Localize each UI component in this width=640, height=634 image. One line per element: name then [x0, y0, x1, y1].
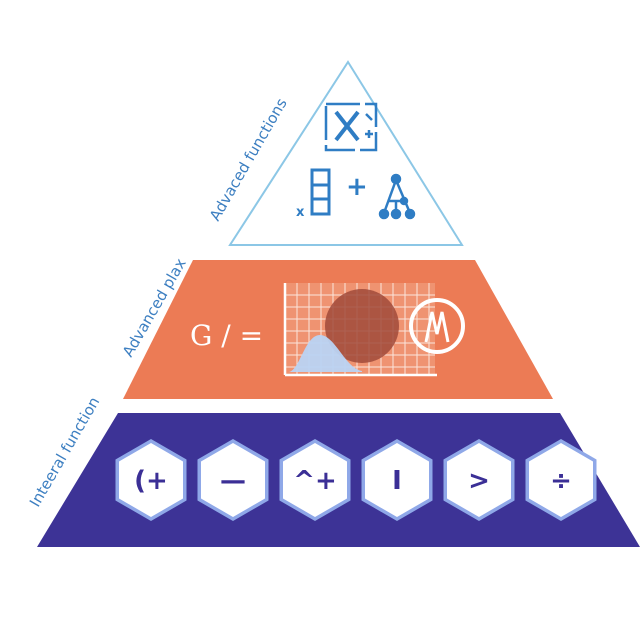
plot-circle-shape — [325, 289, 399, 363]
hexagon-tile: I — [361, 439, 433, 521]
plot-bell-curve — [289, 335, 362, 372]
hexagon-tile: (+ — [115, 439, 187, 521]
small-x-label: x — [296, 205, 305, 220]
hexagon-shape — [119, 443, 183, 517]
i-beam-icon: I — [392, 466, 402, 496]
top-tier-triangle — [228, 60, 464, 246]
tree-graph-icon — [378, 173, 416, 220]
hexagon-tile: ÷ — [525, 439, 597, 521]
hexagon-shape — [529, 443, 593, 517]
caret-plus-icon: ^+ — [293, 466, 337, 496]
greater-than-icon: > — [468, 466, 490, 496]
top-tier: x + Advaced functions — [206, 60, 464, 246]
hexagon-row: (+ — ^+ I > ÷ — [115, 439, 597, 521]
grid-plot-icon — [283, 283, 437, 377]
plus-icon: + — [346, 172, 368, 202]
vector-column-icon — [310, 168, 331, 216]
middle-tier: G / = — [119, 255, 553, 399]
hexagon-shape — [283, 443, 347, 517]
matrix-x-plus-icon — [324, 102, 378, 152]
hexagon-shape — [365, 443, 429, 517]
hexagon-shape — [447, 443, 511, 517]
hexagon-tile: — — [197, 439, 269, 521]
minus-icon: — — [220, 466, 246, 496]
hexagon-tile: ^+ — [279, 439, 351, 521]
math-expression: G / = — [190, 319, 263, 352]
bottom-tier: (+—^+I>÷ Inteeral function — [26, 394, 640, 547]
paren-plus-icon: (+ — [134, 466, 168, 496]
hexagon-tile: > — [443, 439, 515, 521]
divide-icon: ÷ — [550, 466, 572, 496]
hexagon-shape — [201, 443, 265, 517]
gauge-icon — [409, 298, 465, 354]
